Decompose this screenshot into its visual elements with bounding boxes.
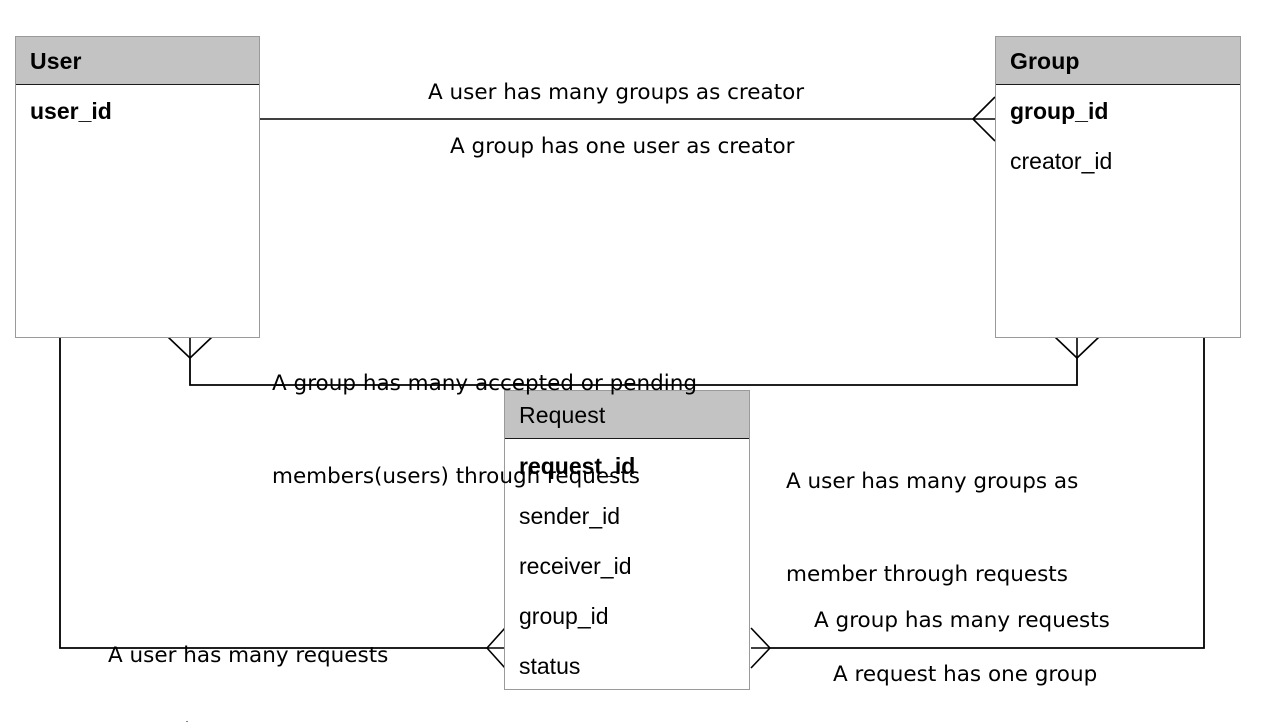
entity-group[interactable]: Group group_id creator_id (995, 36, 1241, 338)
relationship-label-group-has-many-requests: A group has many requests (814, 608, 1110, 633)
entity-user-attributes: user_id (16, 85, 259, 135)
relationship-label-group-has-many-members-line2: members(users) through requests (272, 464, 640, 489)
relationship-label-group-has-one-user-as-creator: A group has one user as creator (450, 134, 795, 159)
attribute-group-creator-id: creator_id (1010, 148, 1113, 174)
attribute-request-sender-id: sender_id (519, 503, 621, 529)
relationship-label-user-has-many-groups-as-member-line1: A user has many groups as (786, 469, 1079, 494)
entity-user-title: User (16, 37, 259, 85)
entity-user[interactable]: User user_id (15, 36, 260, 338)
crowsfoot-user-member-many (167, 336, 213, 359)
relationship-label-user-has-many-groups-as-creator: A user has many groups as creator (428, 80, 805, 105)
relationship-label-group-has-many-members: A group has many accepted or pending mem… (272, 306, 697, 554)
relationship-label-group-has-many-members-line1: A group has many accepted or pending (272, 371, 698, 396)
attribute-request-receiver-id: receiver_id (519, 553, 632, 579)
entity-request[interactable]: Request request_id sender_id receiver_id… (504, 390, 750, 690)
crowsfoot-group-member-many (1054, 336, 1100, 359)
entity-request-title: Request (505, 391, 749, 439)
relationship-label-request-has-one-user-line1: A request has one user as a (74, 716, 441, 722)
crowsfoot-group-creator-many (972, 96, 996, 142)
entity-group-title: Group (996, 37, 1240, 85)
connector-user-request (59, 338, 487, 649)
connector-group-request (770, 338, 1205, 649)
relationship-label-user-has-many-groups-as-member: A user has many groups as member through… (786, 404, 1078, 652)
entity-request-attributes: request_id sender_id receiver_id group_i… (505, 439, 749, 691)
crowsfoot-request-user-many (486, 627, 506, 669)
crowsfoot-request-group-many (750, 627, 771, 669)
attribute-request-status: status (519, 653, 581, 679)
attribute-request-request-id: request_id (519, 453, 636, 479)
relationship-label-user-has-many-requests: A user has many requests as a sender or … (108, 578, 388, 722)
attribute-request-group-id: group_id (519, 603, 609, 629)
connector-group-user-member (189, 358, 1078, 386)
relationship-label-request-has-one-group: A request has one group (833, 662, 1098, 687)
entity-group-attributes: group_id creator_id (996, 85, 1240, 185)
attribute-group-group-id: group_id (1010, 98, 1109, 124)
attribute-user-user-id: user_id (30, 98, 112, 124)
relationship-label-user-has-many-requests-line1: A user has many requests (108, 643, 389, 668)
relationship-label-user-has-many-groups-as-member-line2: member through requests (786, 562, 1068, 587)
relationship-label-request-has-one-user: A request has one user as a sender and o… (74, 654, 441, 722)
